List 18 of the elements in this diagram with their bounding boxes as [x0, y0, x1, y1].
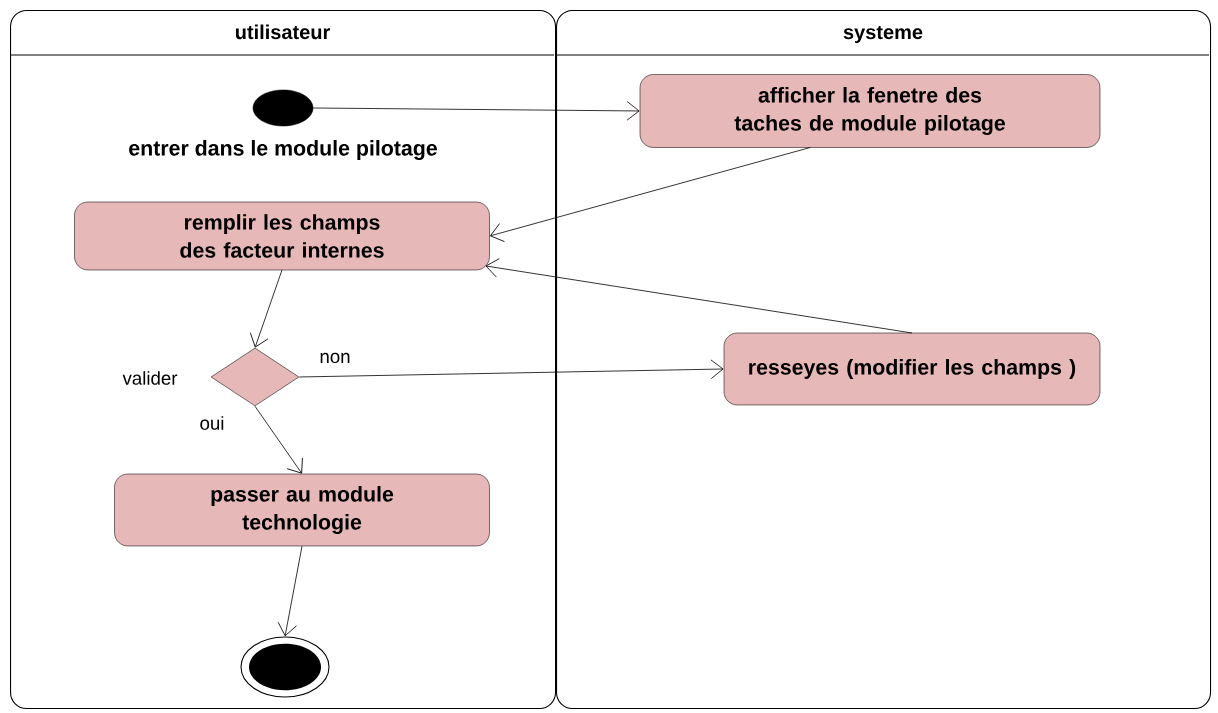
arrow — [249, 269, 283, 348]
final-node — [240, 636, 330, 698]
action-box: remplir les champs des facteur internes — [74, 201, 490, 271]
edge-label: non — [320, 352, 350, 364]
arrow — [312, 101, 640, 121]
action-box: passer au module technologie — [114, 473, 490, 547]
action-box: resseyes (modifier les champs ) — [723, 332, 1101, 406]
arrow — [277, 545, 303, 637]
node-caption: entrer dans le module pilotage — [129, 140, 437, 160]
arrow — [490, 147, 811, 242]
edge-label: oui — [200, 416, 224, 430]
arrow — [298, 359, 724, 379]
node-caption: valider — [122, 371, 178, 385]
action-box: afficher la fenetre des taches de module pilotage — [639, 74, 1101, 148]
arrow — [485, 258, 913, 334]
arrow — [254, 405, 303, 474]
decision-diamond — [210, 347, 300, 407]
initial-node — [252, 89, 314, 127]
